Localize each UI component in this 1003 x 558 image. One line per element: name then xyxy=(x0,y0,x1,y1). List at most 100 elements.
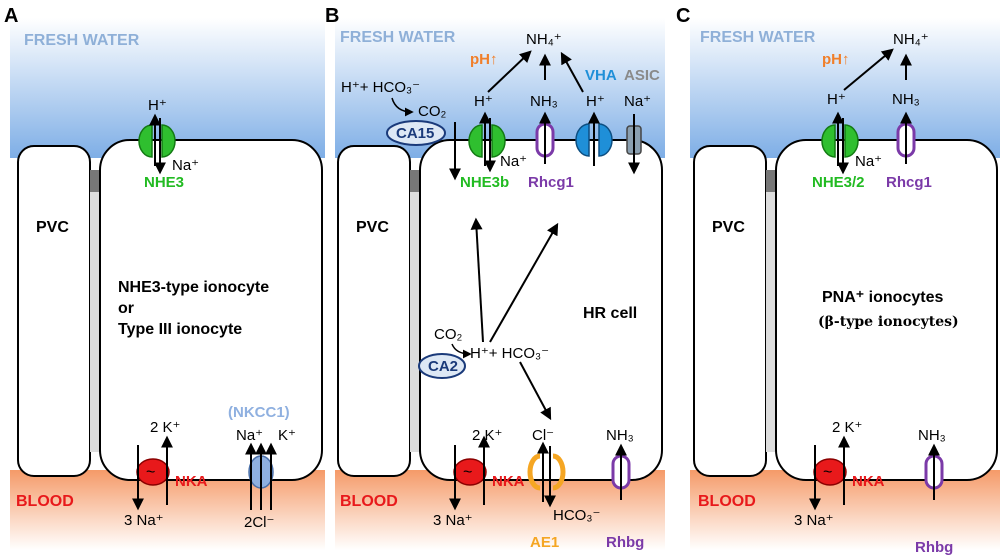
cell-type-line1-a: NHE3-type ionocyte xyxy=(118,279,269,296)
ph-label-c: pH↑ xyxy=(822,51,850,68)
h-hco3-inner-b: H⁺+ HCO₃⁻ xyxy=(470,345,549,362)
na-label-c: Na⁺ xyxy=(855,153,882,170)
nhe32-transporter-c xyxy=(821,124,859,158)
pvc-label-a: PVC xyxy=(36,219,69,236)
asic-label-b: ASIC xyxy=(624,67,660,84)
hr-cell-label-b: HR cell xyxy=(583,305,637,322)
arrow-vhah-to-nh4-b xyxy=(560,51,584,93)
nka-pump-c: ~ xyxy=(813,458,847,486)
nhe32-label-c: NHE3/2 xyxy=(812,174,865,191)
tight-junction-a xyxy=(90,170,100,192)
nka-na-label-a: 3 Na⁺ xyxy=(124,512,164,529)
nh3-top-label-c: NH₃ xyxy=(892,91,920,108)
arrow-hco3-to-ae1-b xyxy=(519,361,552,421)
nh3-rhbg-label-b: NH₃ xyxy=(606,427,634,444)
nkcc-na-label-a: Na⁺ xyxy=(236,427,263,444)
blood-band-b xyxy=(335,470,665,550)
nka-k-label-c: 2 K⁺ xyxy=(832,419,862,436)
nhe3-transporter-a xyxy=(138,124,176,158)
fresh-water-label-b: FRESH WATER xyxy=(340,29,456,46)
nh4-label-c: NH₄⁺ xyxy=(893,31,929,48)
pvc-label-c: PVC xyxy=(712,219,745,236)
nka-tilde-b: ~ xyxy=(463,464,472,481)
panel-b: B FRESH WATER BLOOD PVC HR cell H⁺+ HCO₃… xyxy=(325,5,665,551)
nh3-rhcg-label-b: NH₃ xyxy=(530,93,558,110)
na-asic-label-b: Na⁺ xyxy=(624,93,651,110)
ca2-enzyme-b xyxy=(418,353,466,379)
paracellular-gap-a xyxy=(90,192,100,452)
nka-na-label-b: 3 Na⁺ xyxy=(433,512,473,529)
panel-label-a: A xyxy=(4,5,18,27)
panel-label-b: B xyxy=(325,5,339,27)
cell-type-line2-a: or xyxy=(118,300,134,317)
pvc-cell-b xyxy=(337,145,411,477)
h-label-c: H⁺ xyxy=(827,91,846,108)
panel-label-c: C xyxy=(676,5,690,27)
nka-tilde-c: ~ xyxy=(823,464,832,481)
vha-pump-b xyxy=(575,123,613,157)
arrow-h-to-nh4-c xyxy=(843,48,894,91)
pvc-cell-a xyxy=(17,145,91,477)
cl-label-b: Cl⁻ xyxy=(532,427,554,444)
curve-co2-inner-b xyxy=(451,343,472,359)
co2-top-b: CO₂ xyxy=(418,103,447,120)
paracellular-gap-b xyxy=(410,192,420,452)
nka-na-label-c: 3 Na⁺ xyxy=(794,512,834,529)
h-nhe-label-b: H⁺ xyxy=(474,93,493,110)
nkcc-k-label-a: K⁺ xyxy=(278,427,296,444)
nka-label-a: NKA xyxy=(175,473,208,490)
fresh-water-label-a: FRESH WATER xyxy=(24,32,140,49)
pvc-label-b: PVC xyxy=(356,219,389,236)
pvc-cell-c xyxy=(693,145,767,477)
cell-type-line1-c: PNA⁺ ionocytes xyxy=(822,289,943,306)
h-label-a: H⁺ xyxy=(148,97,167,114)
nka-pump-a: ~ xyxy=(136,458,170,486)
nkcc-cl-label-a: 2Cl⁻ xyxy=(244,514,274,531)
rhbg-label-c: Rhbg xyxy=(915,539,953,556)
nka-tilde-a: ~ xyxy=(146,464,155,481)
ph-label-b: pH↑ xyxy=(470,51,498,68)
co2-inner-b: CO₂ xyxy=(434,326,463,343)
panel-c: C FRESH WATER BLOOD PVC PNA⁺ ionocytes (… xyxy=(676,5,1000,556)
nkcc1-label-a: (NKCC1) xyxy=(228,404,290,421)
panel-a: A FRESH WATER BLOOD PVC NHE3-type ionocy… xyxy=(4,5,325,550)
rhcg1-label-c: Rhcg1 xyxy=(886,174,932,191)
blood-label-a: BLOOD xyxy=(16,493,74,510)
nhe3b-transporter-b xyxy=(468,124,506,158)
ca15-enzyme-b xyxy=(386,120,446,146)
cell-type-line3-a: Type III ionocyte xyxy=(118,321,242,338)
blood-label-c: BLOOD xyxy=(698,493,756,510)
nka-pump-b: ~ xyxy=(453,458,487,486)
rhcg1-label-b: Rhcg1 xyxy=(528,174,574,191)
nh3-rhbg-label-c: NH₃ xyxy=(918,427,946,444)
ca15-label-b: CA15 xyxy=(396,125,434,142)
ionocyte-cell-a xyxy=(99,139,323,481)
nhe3b-label-b: NHE3b xyxy=(460,174,509,191)
tight-junction-b xyxy=(410,170,420,192)
nka-label-c: NKA xyxy=(852,473,885,490)
nka-k-label-a: 2 K⁺ xyxy=(150,419,180,436)
arrow-h-to-nh4-b xyxy=(487,50,532,93)
ca2-label-b: CA2 xyxy=(428,358,458,375)
nh4-label-b: NH₄⁺ xyxy=(526,31,562,48)
h-vha-label-b: H⁺ xyxy=(586,93,605,110)
pna-ionocyte-c xyxy=(775,139,998,481)
hco3-ae-label-b: HCO₃⁻ xyxy=(553,507,600,524)
blood-label-b: BLOOD xyxy=(340,493,398,510)
h-hco3-top-b: H⁺+ HCO₃⁻ xyxy=(341,79,420,96)
nhe3-label-a: NHE3 xyxy=(144,174,184,191)
ae1-label-b: AE1 xyxy=(530,534,559,551)
ae1-exchanger-b xyxy=(527,453,566,491)
paracellular-gap-c xyxy=(766,192,776,452)
nka-k-label-b: 2 K⁺ xyxy=(472,427,502,444)
na-label-a: Na⁺ xyxy=(172,157,199,174)
curve-co2-top-b xyxy=(391,97,414,117)
na-nhe-label-b: Na⁺ xyxy=(500,153,527,170)
cell-type-line2-c: (β-type ionocytes) xyxy=(818,314,959,330)
nka-label-b: NKA xyxy=(492,473,525,490)
fresh-water-label-c: FRESH WATER xyxy=(700,29,816,46)
tight-junction-c xyxy=(766,170,776,192)
arrow-h-to-nhe-b xyxy=(470,217,484,343)
rhbg-label-b: Rhbg xyxy=(606,534,644,551)
